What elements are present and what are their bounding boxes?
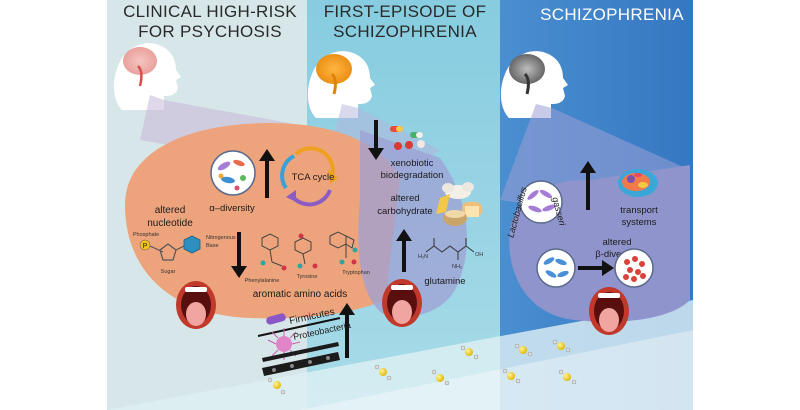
cell-organelle-icon bbox=[618, 169, 658, 197]
carbohydrate-line1: altered bbox=[390, 193, 419, 204]
arrow-up-alpha-icon bbox=[259, 149, 275, 198]
firmicutes-bacterium-icon bbox=[266, 313, 286, 325]
nitrogenous-base-icon bbox=[183, 235, 201, 254]
microbe-circle-lactobacillus bbox=[519, 180, 563, 224]
mouth-fep-icon bbox=[382, 279, 422, 327]
beta-line2: β-diversity bbox=[595, 249, 639, 260]
phenylalanine-label: Phenylalanine bbox=[245, 278, 280, 284]
molecule-icon bbox=[552, 339, 571, 353]
tca-cycle-label: TCA cycle bbox=[292, 172, 335, 183]
brain-gray-icon bbox=[509, 54, 545, 84]
glutamine-structure bbox=[425, 238, 475, 260]
phosphate-symbol: P bbox=[143, 243, 148, 250]
nucleotide-structure: P bbox=[139, 235, 201, 261]
brain-pink-icon bbox=[123, 47, 157, 75]
phyla-bar bbox=[262, 342, 340, 376]
mouth-scz-icon bbox=[589, 287, 629, 335]
glutamine-oh: OH bbox=[475, 252, 483, 258]
arrow-up-glutamine-icon bbox=[396, 229, 412, 272]
beta-line1: altered bbox=[602, 237, 631, 248]
phosphate-label: Phosphate bbox=[133, 232, 159, 238]
arrow-right-beta-icon bbox=[578, 260, 614, 276]
phenylalanine-structure bbox=[260, 233, 287, 271]
arrow-down-aromatic-icon bbox=[231, 232, 247, 278]
arrow-up-transport-icon bbox=[580, 161, 596, 210]
carbohydrate-line2: carbohydrate bbox=[377, 206, 432, 217]
head-fep bbox=[307, 51, 375, 118]
mouth-chr-icon bbox=[176, 281, 216, 329]
molecule-icon bbox=[558, 369, 577, 385]
altered-nucleotide-line2: nucleotide bbox=[147, 218, 193, 229]
microbe-circle-beta-left bbox=[536, 248, 576, 288]
xenobiotic-line2: biodegradation bbox=[381, 170, 444, 181]
tyrosine-structure bbox=[294, 233, 318, 269]
tryptophan-label: Tryptophan bbox=[342, 270, 370, 276]
brain-orange-icon bbox=[316, 54, 352, 84]
pills-icon bbox=[390, 126, 425, 150]
molecule-icon bbox=[514, 343, 533, 357]
scz-title: SCHIZOPHRENIA bbox=[540, 5, 684, 24]
head-scz bbox=[500, 51, 568, 118]
nitrogenous-base-line2: Base bbox=[206, 243, 219, 249]
transport-line2: systems bbox=[622, 217, 657, 228]
glutamine-label: glutamine bbox=[424, 276, 465, 287]
phosphate-icon bbox=[139, 239, 151, 251]
bottom-light-band bbox=[107, 300, 693, 410]
chr-title-line2: FOR PSYCHOSIS bbox=[138, 22, 282, 41]
molecule-icon bbox=[460, 345, 479, 360]
fep-purple-region bbox=[358, 130, 467, 317]
transport-line1: transport bbox=[620, 205, 658, 216]
fep-title-line2: SCHIZOPHRENIA bbox=[333, 22, 477, 41]
sugar-label: Sugar bbox=[161, 269, 176, 275]
tyrosine-label: Tyrosine bbox=[297, 274, 318, 280]
glutamine-h2n: H₂N bbox=[418, 254, 428, 260]
molecule-icon bbox=[374, 364, 392, 381]
bottom-light-band-fade bbox=[300, 330, 693, 410]
carbohydrate-food-icon bbox=[436, 182, 482, 226]
firmicutes-underline bbox=[257, 317, 341, 337]
tca-cycle-icon bbox=[280, 146, 338, 207]
aromatic-amino-acids-label: aromatic amino acids bbox=[253, 289, 347, 300]
nitrogenous-base-line1: Nitrogenous bbox=[206, 235, 236, 241]
sugar-pentagon-icon bbox=[159, 243, 177, 261]
microbe-circle-beta-right bbox=[614, 248, 654, 288]
arrow-down-xenobiotic-icon bbox=[368, 120, 384, 160]
tryptophan-structure bbox=[329, 231, 358, 265]
fep-title-line1: FIRST-EPISODE OF bbox=[324, 2, 487, 21]
molecule-icon bbox=[502, 368, 521, 384]
altered-nucleotide-line1: altered bbox=[155, 205, 186, 216]
molecule-icon bbox=[431, 369, 450, 386]
glutamine-nh2: NH₂ bbox=[452, 264, 462, 270]
arrow-up-proteobacteria-icon bbox=[339, 303, 355, 358]
chr-title-line1: CLINICAL HIGH-RISK bbox=[123, 2, 297, 21]
alpha-diversity-label: α–diversity bbox=[209, 203, 255, 214]
head-chr bbox=[113, 43, 181, 110]
microbe-circle-alpha bbox=[210, 150, 256, 196]
molecule-icon bbox=[267, 377, 286, 395]
xenobiotic-line1: xenobiotic bbox=[391, 158, 434, 169]
